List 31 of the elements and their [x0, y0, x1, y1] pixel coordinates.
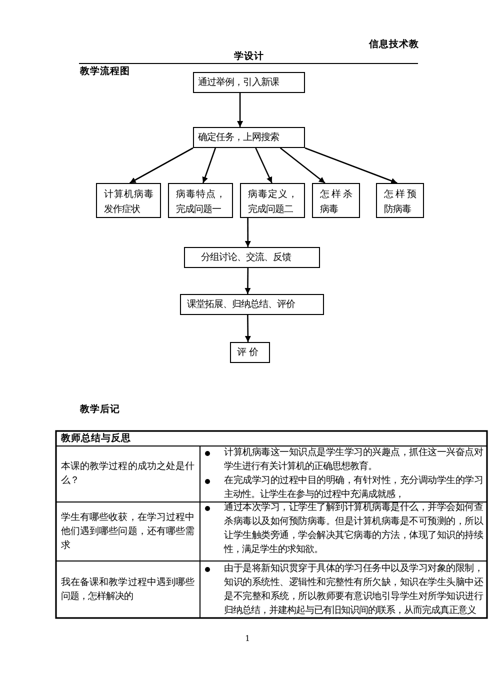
arrow: [237, 93, 244, 127]
process-box: 怎样杀病毒: [312, 183, 360, 218]
question-text: 学生有哪些收获，在学习过程中他们遇到哪些问题，还有哪些需求: [61, 510, 194, 552]
process-box: 计算机病毒发作症状: [96, 183, 161, 218]
answer-text: 计算机病毒这一知识点是学生学习的兴趣点，抓住这一兴奋点对学生进行有关计算机的正确思想教育。: [224, 446, 483, 474]
answer-text: 由于是将新知识贯穿于具体的学习任务中以及学习对象的限制，知识的系统性、逻辑性和完整性有所欠缺，知识在学生头脑中还是不完整和系统，所以教师要有意识地引导学生对所学知识进行归纳总结，并建构起与已有旧知识间的联系，从而完成真正意义: [224, 562, 483, 618]
arrow: [304, 147, 398, 184]
section-heading: 教学流程图: [80, 66, 130, 77]
process-box: 评 价: [230, 342, 270, 363]
arrow: [280, 147, 326, 184]
arrow: [255, 148, 272, 184]
arrow: [244, 218, 251, 247]
answer-text: 在完成学习的过程中目的明确，有针对性，充分调动学生的学习主动性。让学生在参与的过程中充满成就感，: [224, 474, 483, 502]
process-box: 课堂拓展、归纳总结、评价: [180, 294, 324, 315]
arrow: [202, 148, 216, 184]
arrow: [129, 147, 194, 184]
arrow: [244, 315, 251, 342]
process-box: 确定任务，上网搜索: [193, 127, 305, 148]
process-box: 分组讨论、交流、反馈: [184, 247, 320, 268]
process-box: 通过举例，引入新课: [193, 72, 305, 93]
page-number: 1: [245, 634, 250, 644]
section-heading: 教学后记: [80, 404, 120, 415]
process-box: 怎样预防病毒: [376, 183, 424, 218]
process-box: 病毒特点，完成问题一: [168, 183, 233, 218]
answer-text: 通过本次学习，让学生了解到计算机病毒是什么，并学会如何查杀病毒以及如何预防病毒。但是计算机病毒是不可预测的，所以让学生触类旁通，学会解决其它病毒的方法，体现了知识的持续性，满足学生的求知欲。: [224, 501, 483, 557]
table-heading: 教师总结与反思: [61, 432, 131, 444]
question-text: 我在备课和教学过程中遇到哪些问题，怎样解决的: [61, 576, 194, 604]
page-title: 信息技术教学设计: [234, 39, 419, 63]
process-box: 病毒定义，完成问题二: [240, 183, 305, 218]
question-text: 本课的教学过程的成功之处是什么？: [61, 460, 194, 488]
arrow: [244, 268, 251, 294]
